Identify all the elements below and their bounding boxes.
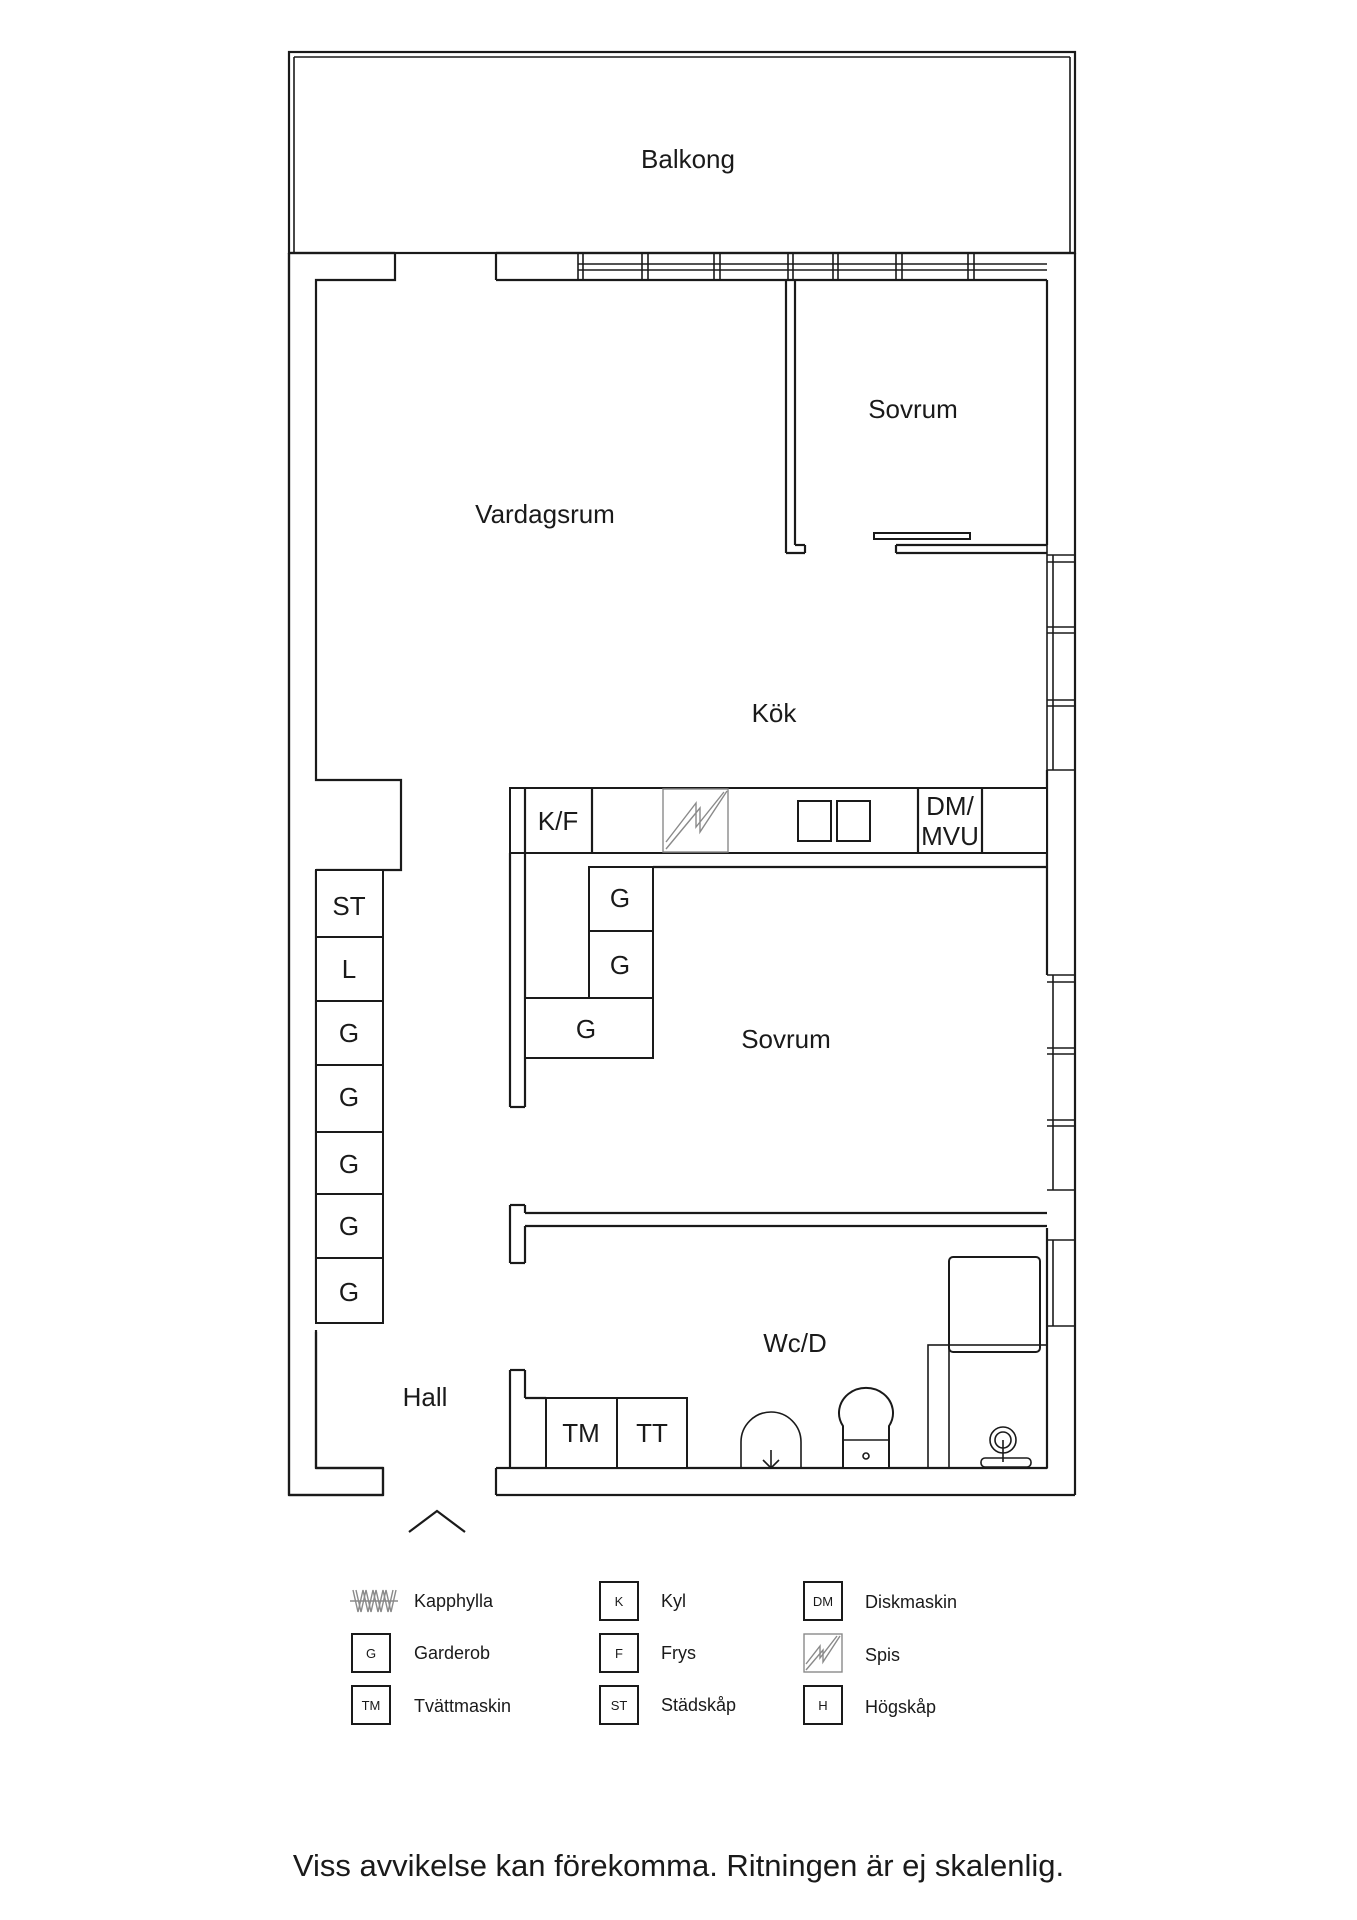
kitchen-counter <box>508 787 1048 1109</box>
kapphylla-icon <box>350 1589 398 1613</box>
stove-symbol <box>662 788 729 853</box>
unit-label-g-4: G <box>339 1018 359 1048</box>
room-label-bedroom-mid: Sovrum <box>741 1024 831 1054</box>
spis-icon <box>803 1633 843 1673</box>
legend-box-tvattmaskin <box>351 1685 391 1725</box>
legend-box-garderob <box>351 1633 391 1673</box>
room-label-kitchen: Kök <box>752 698 798 728</box>
hall-wardrobes <box>315 869 384 1324</box>
legend-code-kyl: K <box>615 1594 624 1609</box>
unit-label-g-5: G <box>339 1082 359 1112</box>
unit-label-g-8: G <box>339 1277 359 1307</box>
legend-label-hogskap: Högskåp <box>865 1697 936 1717</box>
legend-label-spis: Spis <box>865 1645 900 1665</box>
legend-code-garderob: G <box>366 1646 376 1661</box>
unit-label-dm: DM/ <box>926 791 974 821</box>
top-windows <box>577 253 1047 282</box>
entrance-marker <box>408 1509 466 1533</box>
legend-box-hogskap <box>803 1685 843 1725</box>
legend-box-diskmaskin <box>803 1581 843 1621</box>
unit-label-st: ST <box>332 891 365 921</box>
legend-label-tvattmaskin: Tvättmaskin <box>414 1696 511 1716</box>
legend-label-garderob: Garderob <box>414 1643 490 1663</box>
legend-label-kapphylla: Kapphylla <box>414 1591 494 1611</box>
room-label-balcony: Balkong <box>641 144 735 174</box>
unit-label-tt: TT <box>636 1418 668 1448</box>
legend-box-stadskap <box>599 1685 639 1725</box>
right-windows <box>1046 545 1075 1327</box>
room-label-bedroom-top: Sovrum <box>868 394 958 424</box>
unit-label-g-6: G <box>339 1149 359 1179</box>
bedroom-top-walls <box>784 280 1047 555</box>
legend-label-stadskap: Städskåp <box>661 1695 736 1715</box>
unit-label-g-3: G <box>576 1014 596 1044</box>
unit-label-kf: K/F <box>538 806 578 836</box>
legend-code-frys: F <box>615 1646 623 1661</box>
disclaimer-text: Viss avvikelse kan förekomma. Ritningen … <box>292 1848 1065 1883</box>
unit-label-tm: TM <box>562 1418 600 1448</box>
unit-label-g-7: G <box>339 1211 359 1241</box>
legend-label-diskmaskin: Diskmaskin <box>865 1592 957 1612</box>
unit-label-g-2: G <box>610 950 630 980</box>
legend-code-tvattmaskin: TM <box>362 1698 381 1713</box>
legend-box-kyl <box>599 1581 639 1621</box>
legend-box-frys <box>599 1633 639 1673</box>
bedroom-mid-walls <box>508 865 1047 1265</box>
legend-code-diskmaskin: DM <box>813 1594 833 1609</box>
room-label-living-room: Vardagsrum <box>475 499 615 529</box>
unit-label-l: L <box>342 954 356 984</box>
legend: Kapphylla G Garderob TM Tvättmaskin K Ky… <box>350 1581 957 1725</box>
legend-label-kyl: Kyl <box>661 1591 686 1611</box>
unit-label-mvu: MVU <box>921 821 979 851</box>
legend-code-stadskap: ST <box>611 1698 628 1713</box>
room-label-hall: Hall <box>403 1382 448 1412</box>
unit-label-g-1: G <box>610 883 630 913</box>
legend-label-frys: Frys <box>661 1643 696 1663</box>
bathroom <box>508 1256 1048 1470</box>
room-label-bathroom: Wc/D <box>763 1328 827 1358</box>
legend-code-hogskap: H <box>818 1698 827 1713</box>
